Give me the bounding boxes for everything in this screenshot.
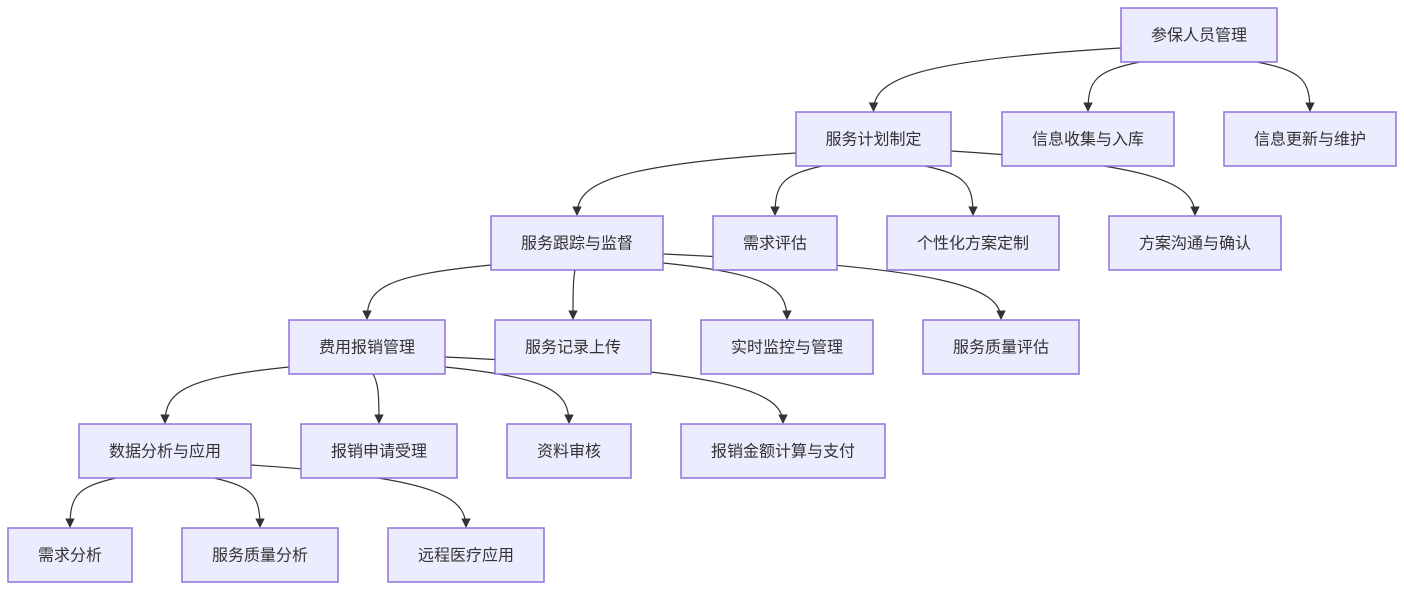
node-box[interactable]	[288, 319, 446, 375]
node-reimb[interactable]: 费用报销管理	[288, 319, 446, 375]
node-label: 服务计划制定	[825, 130, 921, 149]
node-box[interactable]	[1108, 215, 1282, 271]
node-qanalysis[interactable]: 服务质量分析	[181, 527, 339, 583]
node-box[interactable]	[922, 319, 1080, 375]
node-collect[interactable]: 信息收集与入库	[1001, 111, 1175, 167]
node-plan[interactable]: 服务计划制定	[795, 111, 952, 167]
edge-track-to-monitor	[662, 262, 792, 320]
edge-root-to-plan	[868, 47, 1122, 112]
node-box[interactable]	[1223, 111, 1397, 167]
node-apply[interactable]: 报销申请受理	[300, 423, 458, 479]
node-label: 信息更新与维护	[1254, 130, 1366, 149]
node-update[interactable]: 信息更新与维护	[1223, 111, 1397, 167]
node-box[interactable]	[700, 319, 874, 375]
edge-reimb-to-review	[444, 366, 574, 424]
node-label: 需求评估	[743, 234, 807, 253]
node-label: 服务记录上传	[525, 338, 621, 357]
node-label: 信息收集与入库	[1032, 130, 1144, 149]
node-label: 服务质量评估	[953, 338, 1049, 357]
node-label: 资料审核	[537, 442, 601, 461]
node-label: 参保人员管理	[1151, 26, 1247, 45]
node-box[interactable]	[680, 423, 886, 479]
node-review[interactable]: 资料审核	[506, 423, 632, 479]
edge-track-to-record	[568, 269, 578, 320]
node-label: 服务质量分析	[212, 546, 308, 565]
node-pay[interactable]: 报销金额计算与支付	[680, 423, 886, 479]
node-box[interactable]	[7, 527, 133, 583]
edge-track-to-reimb	[362, 264, 492, 320]
edge-plan-to-assess	[770, 165, 823, 216]
edge-reimb-to-data	[160, 366, 290, 424]
edge-data-to-demand	[65, 477, 117, 528]
node-root[interactable]: 参保人员管理	[1120, 7, 1278, 63]
node-monitor[interactable]: 实时监控与管理	[700, 319, 874, 375]
node-record[interactable]: 服务记录上传	[494, 319, 652, 375]
node-label: 数据分析与应用	[109, 442, 221, 461]
node-label: 服务跟踪与监督	[521, 234, 633, 253]
node-label: 报销申请受理	[331, 442, 427, 461]
node-label: 费用报销管理	[319, 338, 415, 357]
node-box[interactable]	[490, 215, 664, 271]
node-data[interactable]: 数据分析与应用	[78, 423, 252, 479]
node-box[interactable]	[300, 423, 458, 479]
node-box[interactable]	[712, 215, 838, 271]
node-label: 需求分析	[38, 546, 102, 565]
node-box[interactable]	[78, 423, 252, 479]
node-box[interactable]	[181, 527, 339, 583]
node-label: 远程医疗应用	[418, 546, 514, 565]
node-label: 个性化方案定制	[917, 234, 1029, 253]
edge-root-to-collect	[1083, 61, 1141, 112]
node-label: 实时监控与管理	[731, 338, 843, 357]
edge-data-to-qanalysis	[213, 477, 265, 528]
node-box[interactable]	[506, 423, 632, 479]
node-tele[interactable]: 远程医疗应用	[387, 527, 545, 583]
node-box[interactable]	[795, 111, 952, 167]
node-quality[interactable]: 服务质量评估	[922, 319, 1080, 375]
node-demand[interactable]: 需求分析	[7, 527, 133, 583]
edge-plan-to-custom	[924, 165, 978, 216]
edge-root-to-update	[1256, 61, 1315, 112]
node-label: 方案沟通与确认	[1139, 234, 1251, 253]
node-box[interactable]	[1120, 7, 1278, 63]
node-confirm[interactable]: 方案沟通与确认	[1108, 215, 1282, 271]
node-box[interactable]	[886, 215, 1060, 271]
node-label: 报销金额计算与支付	[711, 442, 855, 461]
node-box[interactable]	[1001, 111, 1175, 167]
node-box[interactable]	[387, 527, 545, 583]
edge-reimb-to-apply	[372, 373, 384, 424]
node-track[interactable]: 服务跟踪与监督	[490, 215, 664, 271]
node-custom[interactable]: 个性化方案定制	[886, 215, 1060, 271]
edge-plan-to-track	[572, 152, 797, 216]
node-box[interactable]	[494, 319, 652, 375]
node-assess[interactable]: 需求评估	[712, 215, 838, 271]
